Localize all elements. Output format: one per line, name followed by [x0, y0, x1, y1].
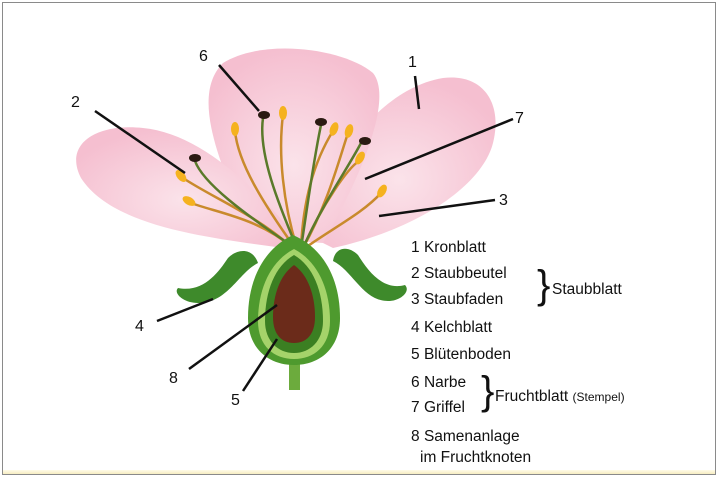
legend-num: 5 — [411, 346, 420, 363]
callout-6: 6 — [199, 48, 208, 65]
legend-text: Staubfaden — [424, 291, 503, 308]
legend-num: 7 — [411, 399, 420, 416]
legend-num: 6 — [411, 374, 420, 391]
legend-num: 2 — [411, 265, 420, 282]
callout-5: 5 — [231, 392, 240, 409]
callout-1: 1 — [408, 54, 417, 71]
legend-text: Kronblatt — [424, 239, 486, 256]
fruchtblatt-brace: } — [481, 371, 494, 411]
anther — [279, 106, 287, 120]
legend-item-2: 2 Staubbeutel — [411, 265, 507, 283]
callout-7: 7 — [515, 110, 524, 127]
callout-8: 8 — [169, 370, 178, 387]
fruchtblatt-label: Fruchtblatt — [495, 388, 568, 405]
callout-2: 2 — [71, 94, 80, 111]
legend-item-7: 7 Griffel — [411, 399, 465, 417]
anther — [231, 122, 239, 136]
stigma — [258, 111, 270, 119]
legend-text: Blütenboden — [424, 346, 511, 363]
legend-num: 1 — [411, 239, 420, 256]
legend-num: 4 — [411, 319, 420, 336]
fruchtblatt-note: (Stempel) — [573, 390, 625, 404]
legend-item-5: 5 Blütenboden — [411, 346, 511, 364]
legend-item-8-line2: im Fruchtknoten — [420, 449, 531, 467]
legend-text: Samenanlage — [424, 428, 520, 445]
group-label-staubblatt: Staubblatt — [552, 281, 622, 299]
stigma — [315, 118, 327, 126]
sepal-right — [333, 249, 407, 301]
legend-item-8: 8 Samenanlage — [411, 428, 520, 446]
legend-text: Griffel — [424, 399, 465, 416]
legend-text: Kelchblatt — [424, 319, 492, 336]
legend-text: Staubbeutel — [424, 265, 507, 282]
legend-num: 8 — [411, 428, 420, 445]
legend-item-3: 3 Staubfaden — [411, 291, 503, 309]
bottom-strip — [3, 470, 715, 474]
legend-item-6: 6 Narbe — [411, 374, 466, 392]
callout-3: 3 — [499, 192, 508, 209]
group-label-fruchtblatt: Fruchtblatt (Stempel) — [495, 388, 625, 406]
callout-4: 4 — [135, 318, 144, 335]
legend-item-4: 4 Kelchblatt — [411, 319, 492, 337]
legend-item-1: 1 Kronblatt — [411, 239, 486, 257]
legend-num: 3 — [411, 291, 420, 308]
staubblatt-brace: } — [537, 265, 550, 305]
stigma — [359, 137, 371, 145]
leader-4 — [157, 299, 213, 321]
stigma — [189, 154, 201, 162]
sepal-left — [177, 251, 258, 303]
legend-text: Narbe — [424, 374, 466, 391]
receptacle — [248, 235, 340, 365]
